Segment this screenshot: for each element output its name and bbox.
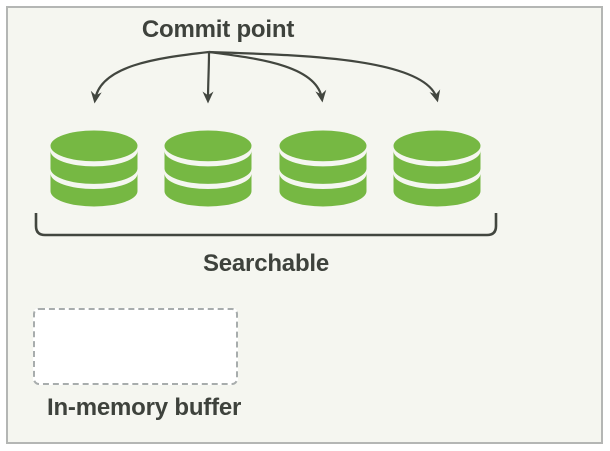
in-memory-buffer-box xyxy=(33,308,238,385)
commit-point-label: Commit point xyxy=(141,16,295,43)
searchable-label: Searchable xyxy=(202,250,330,277)
in-memory-buffer-label: In-memory buffer xyxy=(47,394,242,421)
database-cylinder-icon xyxy=(393,130,481,207)
database-cylinder-icon xyxy=(164,130,252,207)
database-cylinder-icon xyxy=(279,130,367,207)
database-cylinder-icon xyxy=(50,130,138,207)
